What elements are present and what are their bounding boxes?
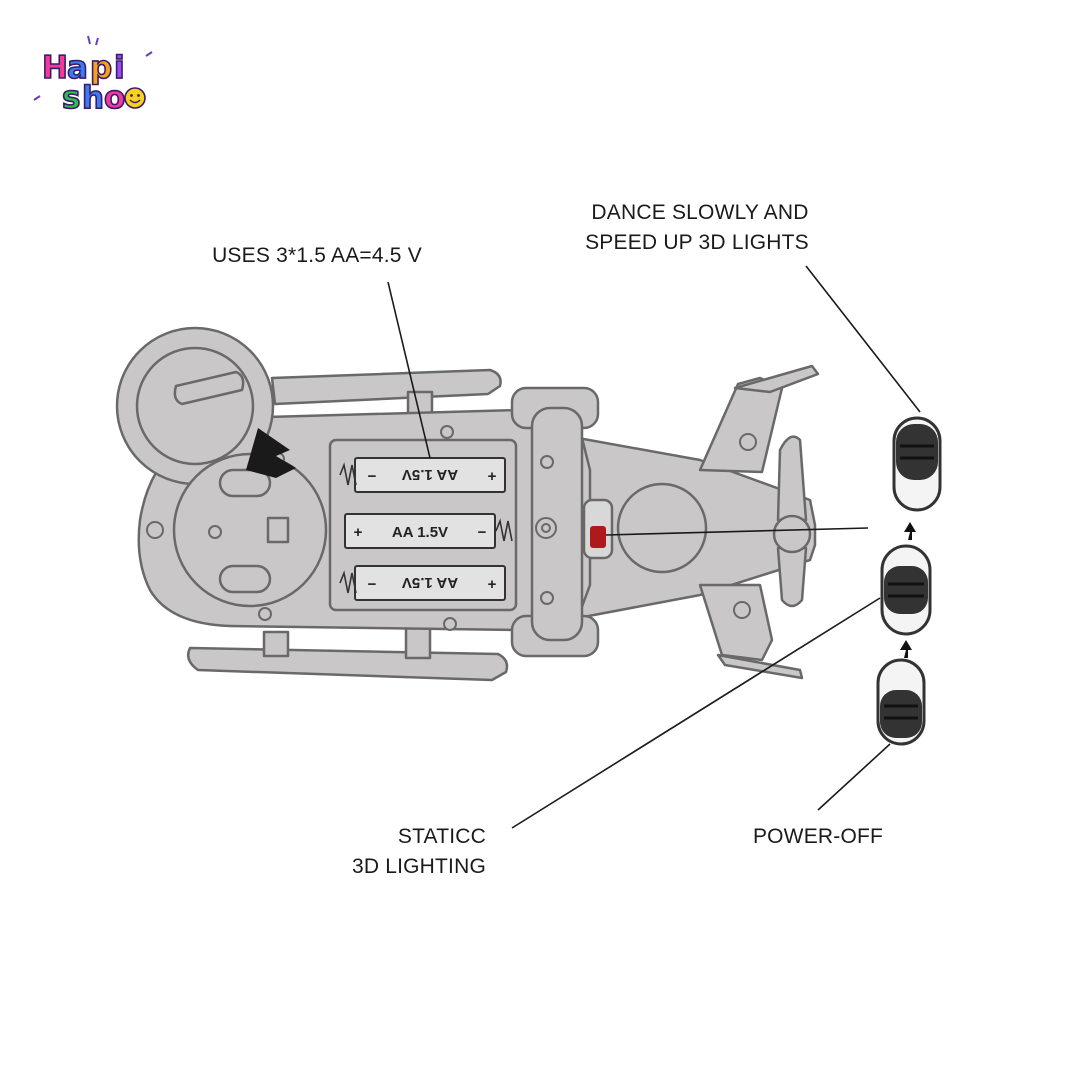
battery-plus: + <box>488 468 497 485</box>
brand-logo: H a p i s h o <box>33 35 153 117</box>
battery-cell: AA 1.5V − + <box>339 457 506 493</box>
power-switch[interactable] <box>582 498 614 560</box>
battery-cell: AA 1.5V − + <box>339 565 506 601</box>
battery-door-round <box>172 452 328 608</box>
logo-decor-icon <box>33 35 153 101</box>
arrow-up-icon <box>900 640 912 658</box>
leader-lines <box>387 265 921 829</box>
latch <box>266 516 290 544</box>
logo-letter: h <box>82 80 104 116</box>
open-direction-arrow-icon <box>246 428 296 478</box>
rotor-hole <box>173 370 245 406</box>
battery-minus: − <box>368 576 377 593</box>
rotor-disc-inner <box>135 346 255 466</box>
logo-letter: i <box>114 50 125 86</box>
skid-strut <box>404 626 432 660</box>
logo-letter: p <box>90 50 112 86</box>
tail-rotor-hub <box>772 514 812 554</box>
tail-fin-top-tip <box>733 364 820 394</box>
battery-rating: AA 1.5V <box>402 574 458 591</box>
tail-rotor-blade <box>776 546 808 608</box>
screw-slot <box>218 468 272 498</box>
mode-dance-label: SPEED UP 3D LIGHTS <box>585 231 809 254</box>
arrow-up-icon <box>904 522 916 540</box>
spring-contact-icon <box>495 518 513 542</box>
skid-strut <box>262 630 290 658</box>
battery-compartment: AA 1.5V − + AA 1.5V + − AA 1.5V − + <box>328 438 518 612</box>
tail-panel-circle <box>616 482 708 574</box>
battery-requirement-label: USES 3*1.5 AA=4.5 V <box>212 244 422 267</box>
mode-static-label: STATICC <box>398 825 486 848</box>
battery-rating: AA 1.5V <box>402 466 458 483</box>
lower-skid <box>187 646 509 682</box>
battery-plus: + <box>488 576 497 593</box>
spring-contact-icon <box>339 462 357 486</box>
battery-minus: − <box>478 524 487 541</box>
rivets <box>146 425 757 631</box>
battery-cell: AA 1.5V + − <box>344 513 513 549</box>
screw-slot <box>218 564 272 594</box>
switch-position-static <box>880 544 932 636</box>
logo-letter: o <box>104 80 125 116</box>
switch-position-dance <box>892 416 942 512</box>
battery-rating: AA 1.5V <box>392 524 448 541</box>
logo-letter: s <box>62 80 80 116</box>
battery-plus: + <box>354 524 363 541</box>
logo-letter: a <box>67 50 88 86</box>
upper-skid <box>270 368 502 406</box>
mode-dance-label: DANCE SLOWLY AND <box>591 201 808 224</box>
smiley-icon <box>124 87 146 109</box>
logo-letter: H <box>42 50 68 86</box>
mode-off-label: POWER-OFF <box>753 825 883 848</box>
tail-rotor-blade <box>776 435 808 522</box>
spring-contact-icon <box>339 570 357 594</box>
battery-minus: − <box>368 468 377 485</box>
switch-position-off <box>876 658 926 746</box>
mode-static-label: 3D LIGHTING <box>352 855 486 878</box>
tail-fin-bottom <box>698 583 774 662</box>
